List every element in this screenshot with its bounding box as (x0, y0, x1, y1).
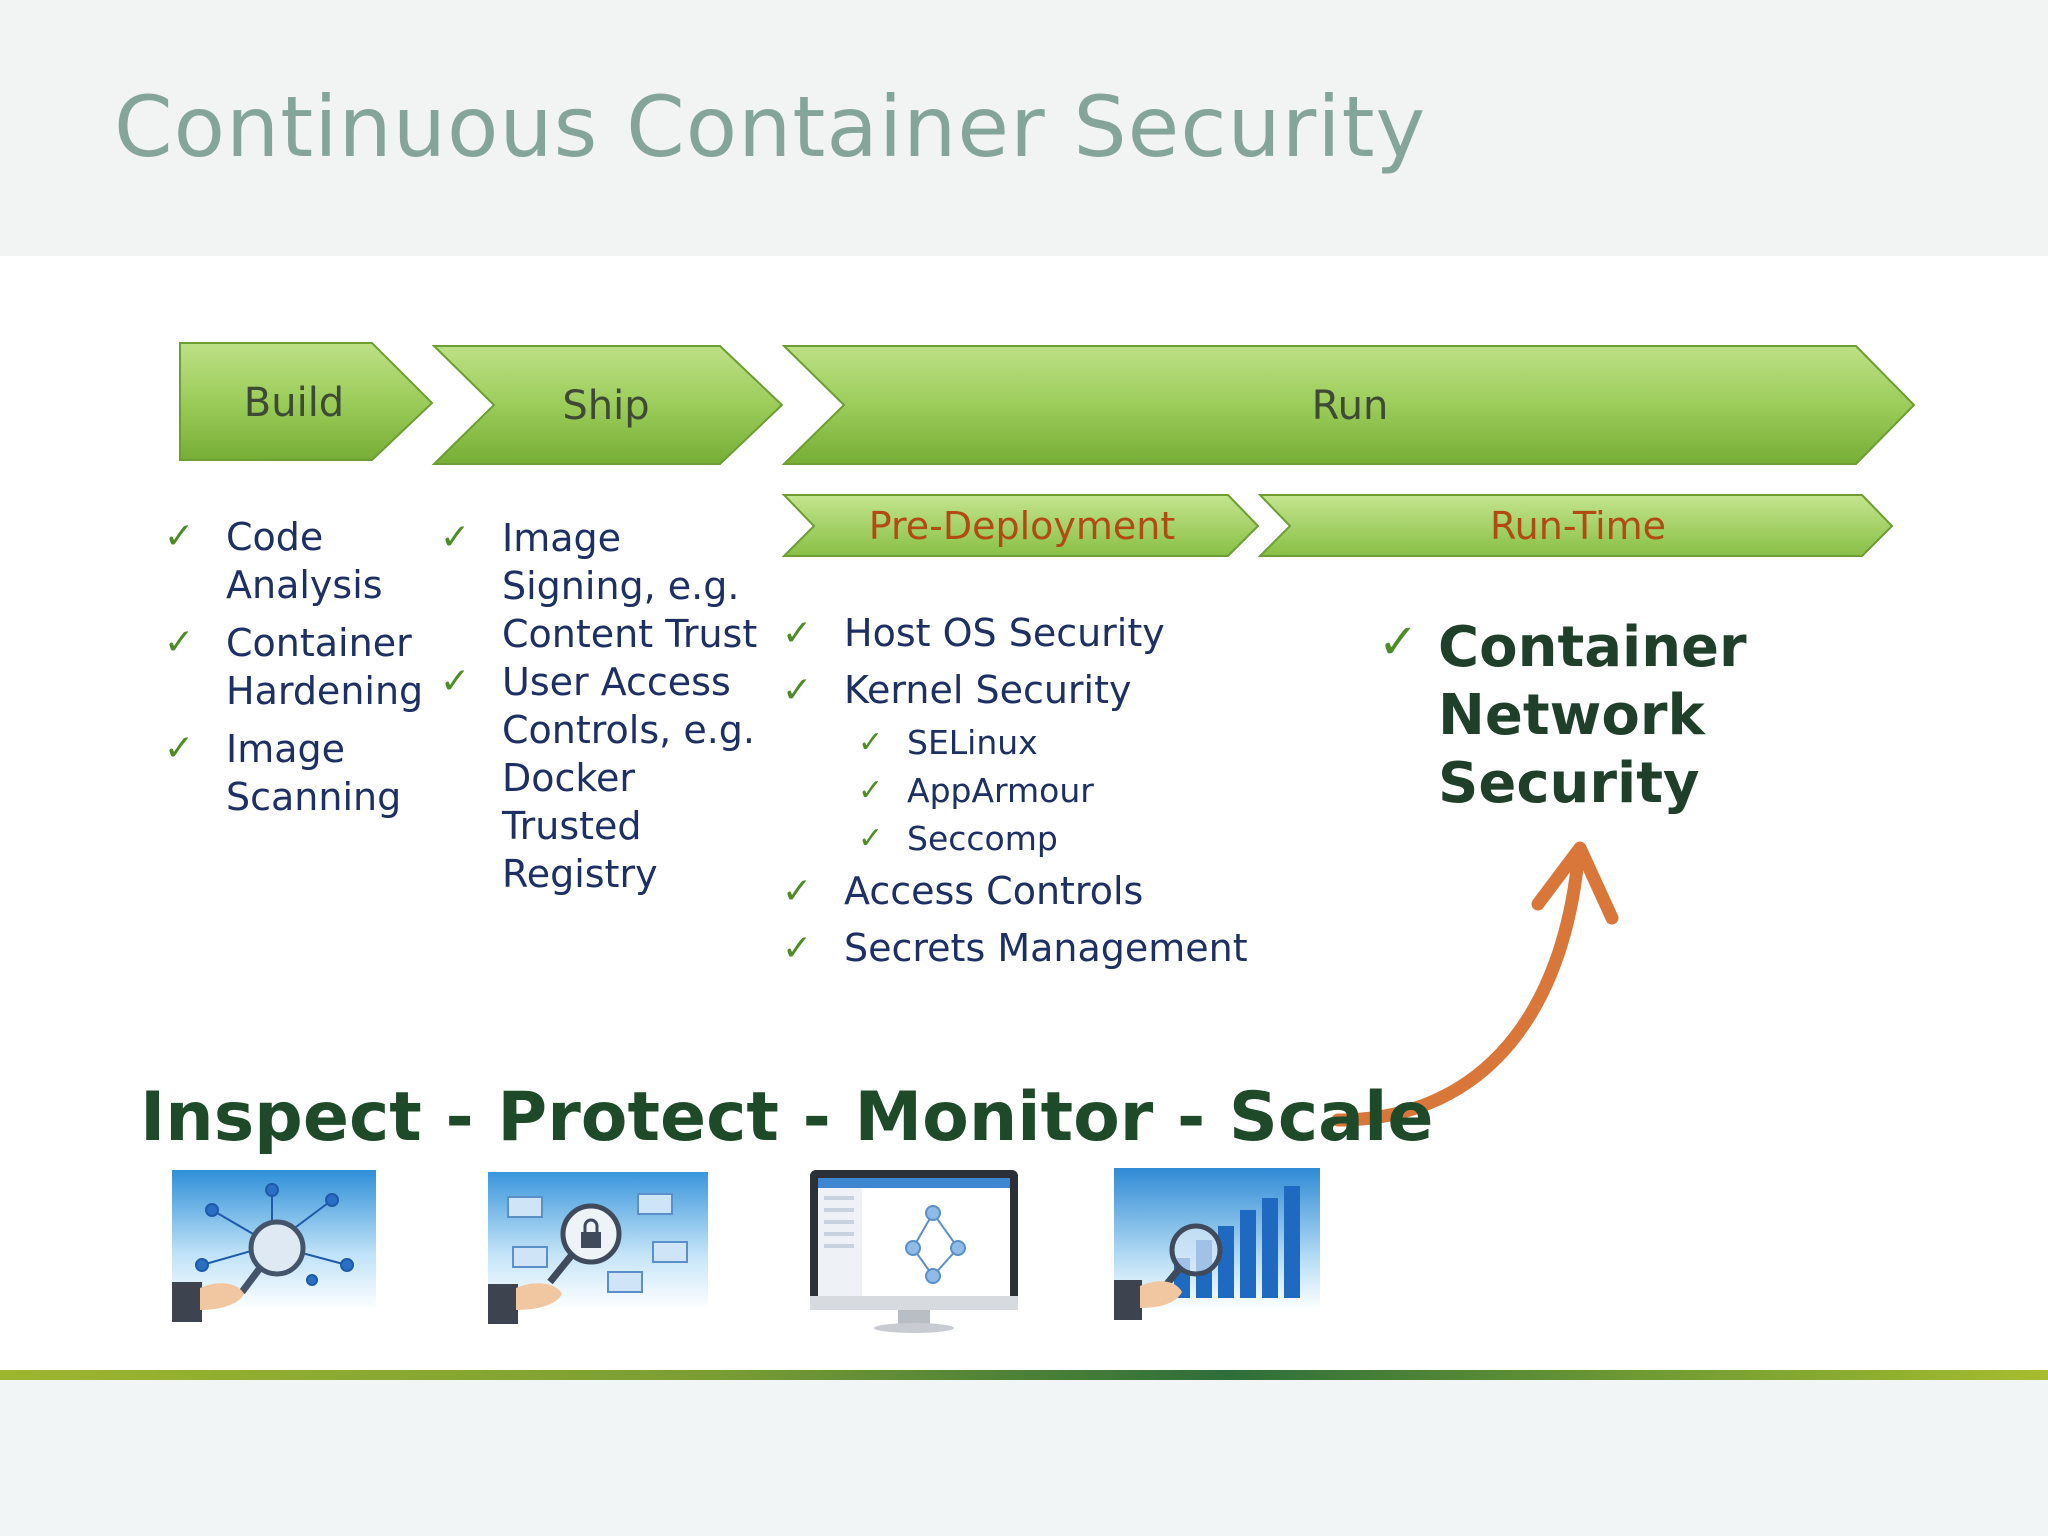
run-time-label: Run-Time (1489, 504, 1667, 548)
slide-title: Continuous Container Security (114, 78, 1427, 176)
check-icon: ✓ (1378, 614, 1419, 670)
pre-deployment-label: Pre-Deployment (868, 504, 1176, 548)
pre-deployment-checklist: ✓Host OS Security ✓Kernel Security ✓SELi… (782, 605, 1302, 977)
check-icon: ✓ (440, 661, 471, 702)
check-icon: ✓ (858, 773, 884, 808)
list-item: ✓Access Controls (782, 863, 1302, 920)
build-stage-label: Build (243, 380, 345, 426)
footer-divider (0, 1370, 2048, 1382)
curved-arrow (1331, 853, 1585, 1127)
check-icon: ✓ (782, 871, 813, 912)
list-item: ✓Code Analysis (164, 515, 383, 607)
check-icon: ✓ (782, 928, 813, 969)
container-network-security-label: Container Network Security (1438, 615, 1747, 816)
list-item: ✓Kernel Security (782, 662, 1302, 719)
pre-deployment-chevron (781, 494, 1260, 557)
ship-stage-label: Ship (562, 383, 650, 429)
check-icon: ✓ (164, 516, 195, 557)
ship-checklist: ✓Image Signing, e.g. Content Trust ✓User… (440, 514, 770, 898)
run-stage-label: Run (1311, 383, 1389, 429)
check-icon: ✓ (782, 613, 813, 654)
check-icon: ✓ (440, 517, 471, 558)
network-inspect-icon (172, 1170, 376, 1322)
check-icon: ✓ (164, 622, 195, 663)
list-item: ✓Secrets Management (782, 920, 1302, 977)
footer-band (0, 1380, 2048, 1536)
check-icon: ✓ (782, 670, 813, 711)
tagline: Inspect - Protect - Monitor - Scale (140, 1078, 1434, 1157)
list-item: ✓SELinux (782, 719, 1302, 767)
list-item: ✓Seccomp (782, 815, 1302, 863)
list-item: ✓AppArmour (782, 767, 1302, 815)
arrow-head (1531, 841, 1619, 925)
list-item: ✓Image Signing, e.g. Content Trust (440, 516, 758, 656)
monitor-dashboard-icon (810, 1170, 1018, 1333)
list-item: ✓Image Scanning (164, 727, 402, 819)
run-chevron (781, 345, 1916, 465)
check-icon: ✓ (858, 821, 884, 856)
build-chevron (179, 342, 434, 461)
run-time-chevron (1257, 494, 1894, 557)
list-item: ✓Host OS Security (782, 605, 1302, 662)
list-item: ✓Container Hardening (164, 621, 424, 713)
lock-protect-icon (488, 1172, 708, 1324)
scale-chart-icon (1114, 1168, 1320, 1320)
ship-chevron (431, 345, 784, 465)
check-icon: ✓ (164, 728, 195, 769)
check-icon: ✓ (858, 725, 884, 760)
list-item: ✓User Access Controls, e.g. Docker Trust… (440, 660, 755, 896)
build-checklist: ✓Code Analysis ✓Container Hardening ✓Ima… (164, 513, 434, 831)
header-band (0, 0, 2048, 256)
